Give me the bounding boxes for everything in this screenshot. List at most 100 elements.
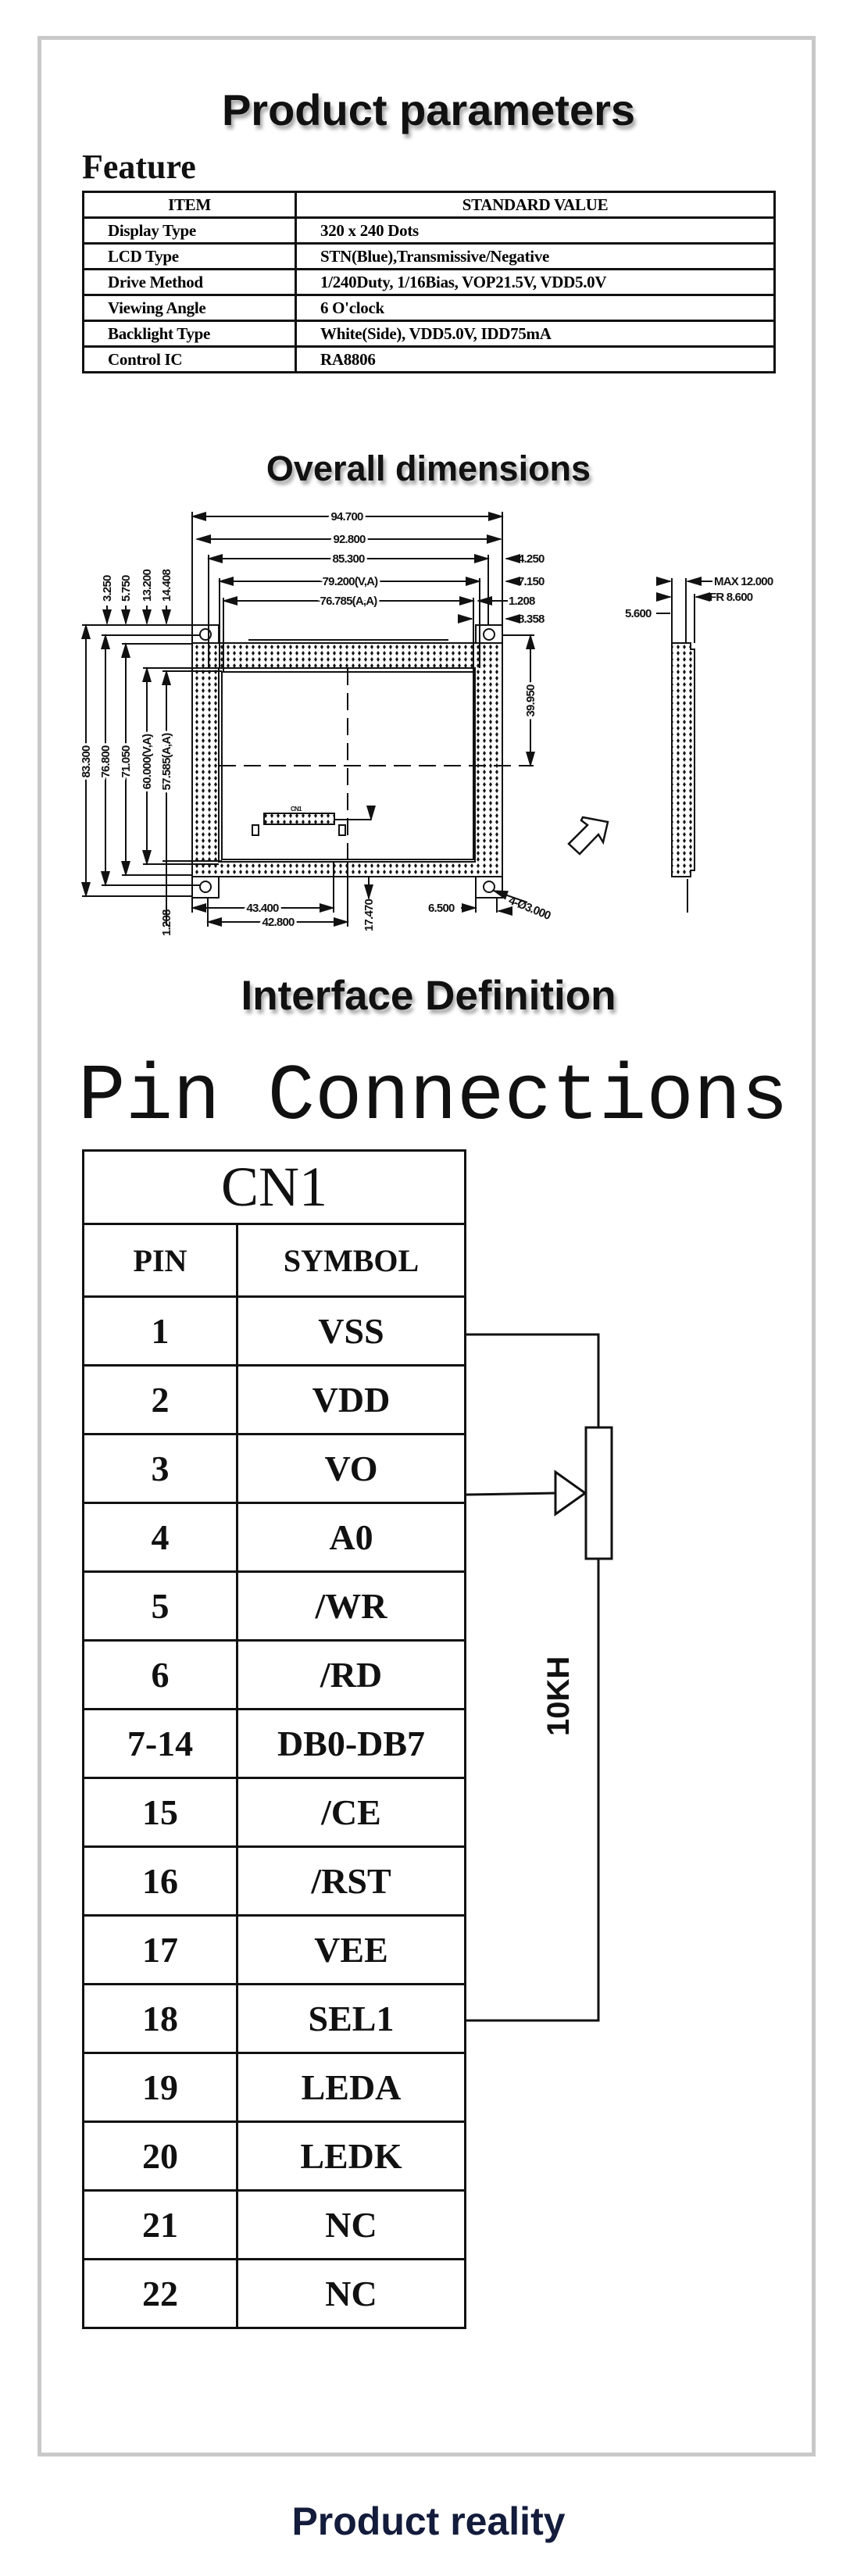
dim-label: 5.600 — [625, 607, 652, 620]
dim-label: 17.470 — [362, 899, 376, 931]
item-cell: Backlight Type — [82, 320, 297, 348]
dim-label: 4-Ø3.000 — [507, 894, 553, 923]
product-reality-title: Product reality — [291, 2499, 566, 2543]
dim-label: 6.500 — [428, 902, 455, 915]
dim-label: 85.300 — [332, 552, 365, 566]
view-direction-arrow-icon — [567, 816, 609, 856]
mount-tab — [191, 876, 220, 899]
dim-label: MAX 12.000 — [714, 575, 773, 588]
symbol-cell: VDD — [236, 1364, 466, 1435]
symbol-cell: /RST — [236, 1845, 466, 1917]
connector-pad — [338, 824, 346, 836]
feature-header-row: ITEM STANDARD VALUE — [82, 191, 776, 219]
header-standard-value: STANDARD VALUE — [295, 191, 776, 219]
pin-cell: 17 — [82, 1914, 238, 1985]
dim-label: 14.408 — [160, 569, 173, 602]
dim-label: FR 8.600 — [709, 591, 753, 604]
table-row: 5/WR — [82, 1570, 466, 1642]
connector-pad — [252, 824, 259, 836]
dimension-drawing: 94.700 92.800 85.300 79.200(V,A) 76.785(… — [77, 508, 774, 936]
interface-definition-title: Interface Definition — [241, 973, 616, 1019]
dimension-labels: 94.700 92.800 85.300 79.200(V,A) 76.785(… — [77, 508, 774, 936]
symbol-cell: LEDA — [236, 2052, 466, 2123]
symbol-cell: VO — [236, 1433, 466, 1504]
pin-cell: 2 — [82, 1364, 238, 1435]
symbol-cell: LEDK — [236, 2120, 466, 2192]
dim-label: 4.250 — [518, 552, 545, 566]
item-cell: LCD Type — [82, 242, 297, 270]
mount-hole — [483, 881, 495, 893]
connector-cn1 — [263, 813, 335, 825]
pin-cell: 22 — [82, 2258, 238, 2329]
dim-label: 39.950 — [524, 684, 537, 717]
pin-cell: 21 — [82, 2189, 238, 2260]
dim-label: 42.800 — [262, 916, 295, 929]
symbol-cell: NC — [236, 2258, 466, 2329]
dim-label: 92.800 — [333, 533, 366, 546]
dim-label: 83.300 — [80, 745, 93, 778]
dim-label: 1.208 — [160, 909, 173, 936]
symbol-cell: NC — [236, 2189, 466, 2260]
pin-cell: 19 — [82, 2052, 238, 2123]
symbol-cell: SEL1 — [236, 1983, 466, 2054]
pin-cell: 1 — [82, 1295, 238, 1367]
overall-dimensions-title: Overall dimensions — [266, 448, 591, 488]
pin-cell: 16 — [82, 1845, 238, 1917]
dim-label: 8.358 — [518, 613, 545, 626]
value-cell: RA8806 — [295, 345, 776, 373]
feature-label: Feature — [82, 148, 196, 186]
connector-row: CN1 — [82, 1149, 466, 1225]
dim-label: 5.750 — [120, 575, 133, 602]
pin-connections-title: Pin Connections — [78, 1053, 789, 1142]
table-row: 15/CE — [82, 1777, 466, 1848]
dim-label: 7.150 — [518, 575, 545, 588]
mount-hole — [199, 881, 212, 893]
pin-cell: 3 — [82, 1433, 238, 1504]
dim-label: 1.208 — [509, 595, 535, 608]
connector-name: CN1 — [82, 1149, 466, 1225]
dim-label: 43.400 — [246, 902, 279, 915]
dim-label: 71.050 — [120, 745, 133, 778]
table-row: 6/RD — [82, 1639, 466, 1710]
side-view — [671, 642, 695, 877]
table-row: 16/RST — [82, 1845, 466, 1917]
symbol-cell: DB0-DB7 — [236, 1708, 466, 1779]
item-cell: Drive Method — [82, 268, 297, 296]
symbol-cell: /CE — [236, 1777, 466, 1848]
dim-label: 76.800 — [99, 745, 112, 778]
value-cell: 6 O'clock — [295, 294, 776, 322]
pin-cell: 18 — [82, 1983, 238, 2054]
pin-cell: 20 — [82, 2120, 238, 2192]
pin-cell: 4 — [82, 1502, 238, 1573]
pin-cell: 15 — [82, 1777, 238, 1848]
item-cell: Viewing Angle — [82, 294, 297, 322]
connector-label: CN1 — [291, 806, 302, 813]
symbol-cell: /RD — [236, 1639, 466, 1710]
value-cell: White(Side), VDD5.0V, IDD75mA — [295, 320, 776, 348]
mount-hole — [483, 628, 495, 641]
value-cell: STN(Blue),Transmissive/Negative — [295, 242, 776, 270]
value-cell: 320 x 240 Dots — [295, 216, 776, 245]
header-pin: PIN — [82, 1223, 238, 1298]
symbol-cell: VEE — [236, 1914, 466, 1985]
dim-label: 94.700 — [330, 510, 363, 523]
dim-label: 76.785(A,A) — [320, 595, 378, 608]
